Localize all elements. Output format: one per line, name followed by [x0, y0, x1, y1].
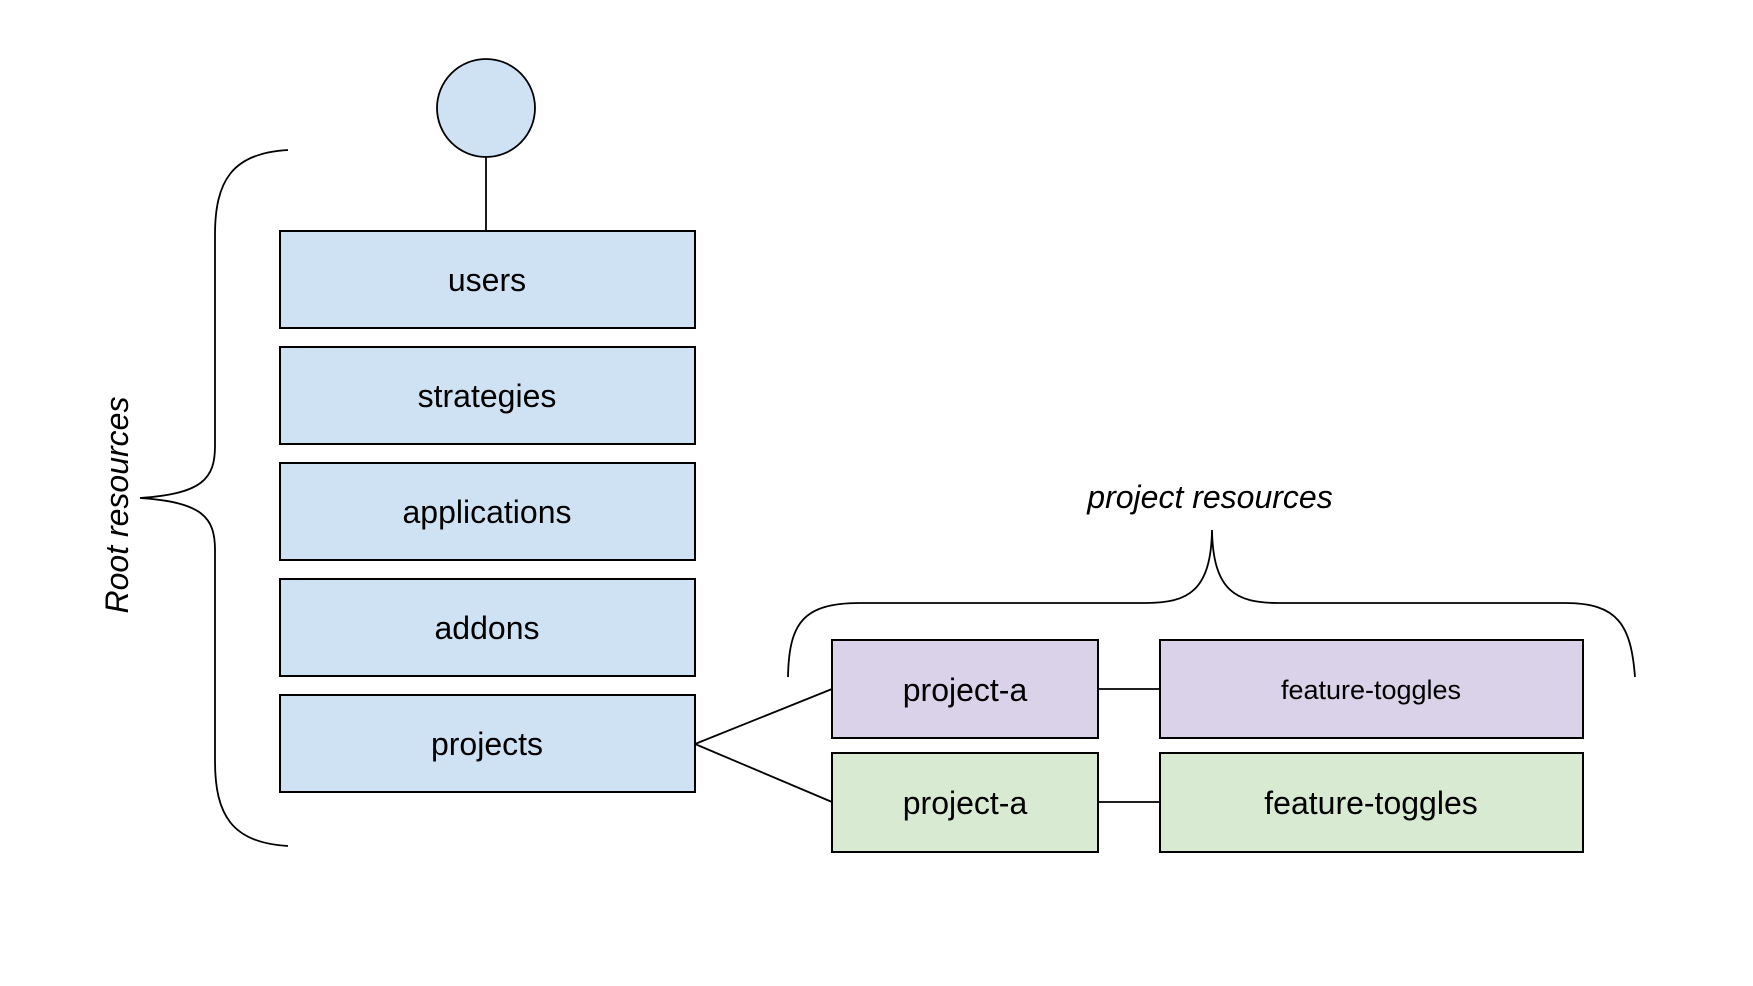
users-box [279, 230, 696, 329]
root-resources-label: Root resources [99, 397, 135, 614]
projects-to-project-a-line-1 [694, 688, 833, 745]
users-label: users [448, 262, 526, 298]
feature-toggles-box-row1 [1159, 639, 1584, 739]
strategies-label: strategies [418, 378, 557, 414]
project-a-box-row2 [831, 752, 1099, 853]
project-a-label-row1: project-a [903, 672, 1028, 708]
project-resources-label: project resources [1086, 479, 1332, 515]
applications-label: applications [403, 494, 572, 530]
addons-box [279, 578, 696, 677]
root-resources-brace [139, 149, 289, 847]
user-circle-icon [436, 58, 536, 158]
project-resources-brace [787, 529, 1636, 678]
feature-toggles-label-row1: feature-toggles [1281, 675, 1461, 705]
project-a-label-row2: project-a [903, 785, 1028, 821]
project-a-box-row1 [831, 639, 1099, 739]
projects-to-project-a-line-2 [694, 743, 833, 803]
feature-toggles-label-row2: feature-toggles [1264, 785, 1477, 821]
projects-label: projects [431, 726, 543, 762]
applications-box [279, 462, 696, 561]
addons-label: addons [435, 610, 540, 646]
strategies-box [279, 346, 696, 445]
feature-toggles-box-row2 [1159, 752, 1584, 853]
